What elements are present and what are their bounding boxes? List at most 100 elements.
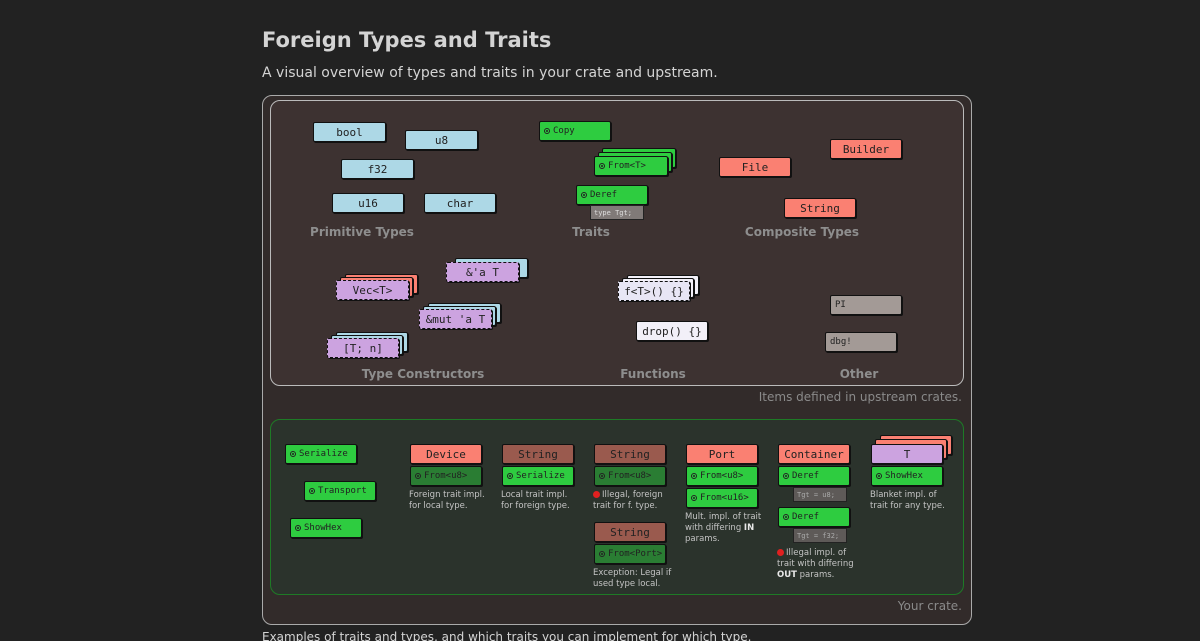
- t-note-line-1: Blanket impl. of: [870, 490, 937, 500]
- t-showhex-label: ShowHex: [885, 471, 923, 481]
- constructor-array: [T; n]: [327, 338, 399, 358]
- composite-string: String: [784, 198, 856, 218]
- t-note-line-2: trait for any type.: [870, 501, 945, 511]
- other-dbg: dbg!: [825, 332, 897, 352]
- trait-icon: [691, 473, 697, 479]
- trait-copy-label: Copy: [553, 126, 575, 136]
- port-from-u8: From<u8>: [686, 466, 758, 486]
- container-deref-1-target: Tgt = u8;: [793, 487, 847, 502]
- trait-icon: [876, 473, 882, 479]
- page-subtitle: A visual overview of types and traits in…: [262, 65, 718, 81]
- primitive-u8: u8: [405, 130, 478, 150]
- crate-type-string-illegal: String: [594, 444, 666, 464]
- container-note-line-3: params.: [796, 570, 835, 580]
- container-deref-2-label: Deref: [792, 512, 820, 522]
- port-note-line-2: with differing: [685, 523, 744, 533]
- container-note-out: OUT: [777, 570, 797, 580]
- container-deref-1: Deref: [778, 466, 850, 486]
- trait-icon: [295, 525, 301, 531]
- device-note: Foreign trait impl.for local type.: [409, 490, 499, 512]
- crate-trait-serialize-label: Serialize: [299, 449, 348, 459]
- crate-type-string-exception: String: [594, 522, 666, 542]
- constructor-ref: &'a T: [446, 262, 519, 282]
- function-drop: drop() {}: [636, 321, 708, 341]
- crate-trait-transport: Transport: [304, 481, 376, 501]
- trait-icon: [544, 128, 550, 134]
- trait-icon: [783, 473, 789, 479]
- string-from-u8-label: From<u8>: [608, 471, 652, 481]
- illegal-bullet-icon: [593, 491, 600, 498]
- trait-icon: [507, 473, 513, 479]
- trait-icon: [415, 473, 421, 479]
- trait-from: From<T>: [594, 156, 668, 176]
- container-deref-2: Deref: [778, 507, 850, 527]
- port-note-in: IN: [743, 523, 755, 533]
- device-from-u8: From<u8>: [410, 466, 482, 486]
- category-other: Other: [839, 367, 879, 381]
- device-note-line-1: Foreign trait impl.: [409, 490, 485, 500]
- string-from-port-label: From<Port>: [608, 549, 663, 559]
- port-from-u16-label: From<u16>: [700, 493, 749, 503]
- upstream-caption: Items defined in upstream crates.: [758, 390, 962, 404]
- crate-caption: Your crate.: [897, 599, 962, 613]
- figure-caption: Examples of traits and types, and which …: [262, 630, 752, 641]
- device-note-line-2: for local type.: [409, 501, 468, 511]
- other-pi: PI: [830, 295, 902, 315]
- container-note-line-1: Illegal impl. of: [786, 548, 847, 558]
- string-exception-note-line-2: used type local.: [593, 579, 661, 589]
- container-deref-2-target: Tgt = f32;: [793, 528, 847, 543]
- constructor-mut-ref: &mut 'a T: [419, 309, 492, 329]
- string-serialize-label: Serialize: [516, 471, 565, 481]
- crate-type-string: String: [502, 444, 574, 464]
- string-illegal-note-line-2: trait for f. type.: [593, 501, 658, 511]
- trait-deref-label: Deref: [590, 190, 618, 200]
- crate-type-port: Port: [686, 444, 758, 464]
- container-note-line-2: trait with differing: [777, 559, 854, 569]
- trait-icon: [581, 192, 587, 198]
- t-showhex: ShowHex: [871, 466, 943, 486]
- string-from-u8-illegal: From<u8>: [594, 466, 666, 486]
- page-title: Foreign Types and Traits: [262, 28, 552, 52]
- trait-from-label: From<T>: [608, 161, 646, 171]
- trait-icon: [599, 163, 605, 169]
- trait-icon: [309, 488, 315, 494]
- crate-type-generic-t: T: [871, 444, 943, 464]
- trait-icon: [783, 514, 789, 520]
- crate-type-device: Device: [410, 444, 482, 464]
- trait-icon: [599, 473, 605, 479]
- trait-deref: Deref: [576, 185, 648, 205]
- category-primitive-types: Primitive Types: [310, 225, 414, 239]
- category-traits: Traits: [572, 225, 610, 239]
- crate-trait-showhex: ShowHex: [290, 518, 362, 538]
- port-note-line-3: params.: [685, 534, 720, 544]
- string-exception-note-line-1: Exception: Legal if: [593, 568, 672, 578]
- category-type-constructors: Type Constructors: [361, 367, 485, 381]
- string-serialize: Serialize: [502, 466, 574, 486]
- illegal-bullet-icon: [777, 549, 784, 556]
- string-illegal-note-line-1: Illegal, foreign: [602, 490, 663, 500]
- crate-trait-showhex-label: ShowHex: [304, 523, 342, 533]
- primitive-bool: bool: [313, 122, 386, 142]
- trait-icon: [290, 451, 296, 457]
- device-from-u8-label: From<u8>: [424, 471, 468, 481]
- crate-trait-serialize: Serialize: [285, 444, 357, 464]
- trait-icon: [599, 551, 605, 557]
- port-note-line-1: Mult. impl. of trait: [685, 512, 762, 522]
- string-serialize-note-line-1: Local trait impl.: [501, 490, 568, 500]
- trait-deref-target: type Tgt;: [590, 205, 644, 220]
- primitive-f32: f32: [341, 159, 414, 179]
- primitive-char: char: [424, 193, 496, 213]
- crate-trait-transport-label: Transport: [318, 486, 367, 496]
- function-generic: f<T>() {}: [618, 281, 690, 301]
- constructor-vec: Vec<T>: [336, 280, 409, 300]
- string-from-port: From<Port>: [594, 544, 666, 564]
- crate-type-container: Container: [778, 444, 850, 464]
- composite-builder: Builder: [830, 139, 902, 159]
- string-serialize-note-line-2: for foreign type.: [501, 501, 570, 511]
- port-from-u8-label: From<u8>: [700, 471, 744, 481]
